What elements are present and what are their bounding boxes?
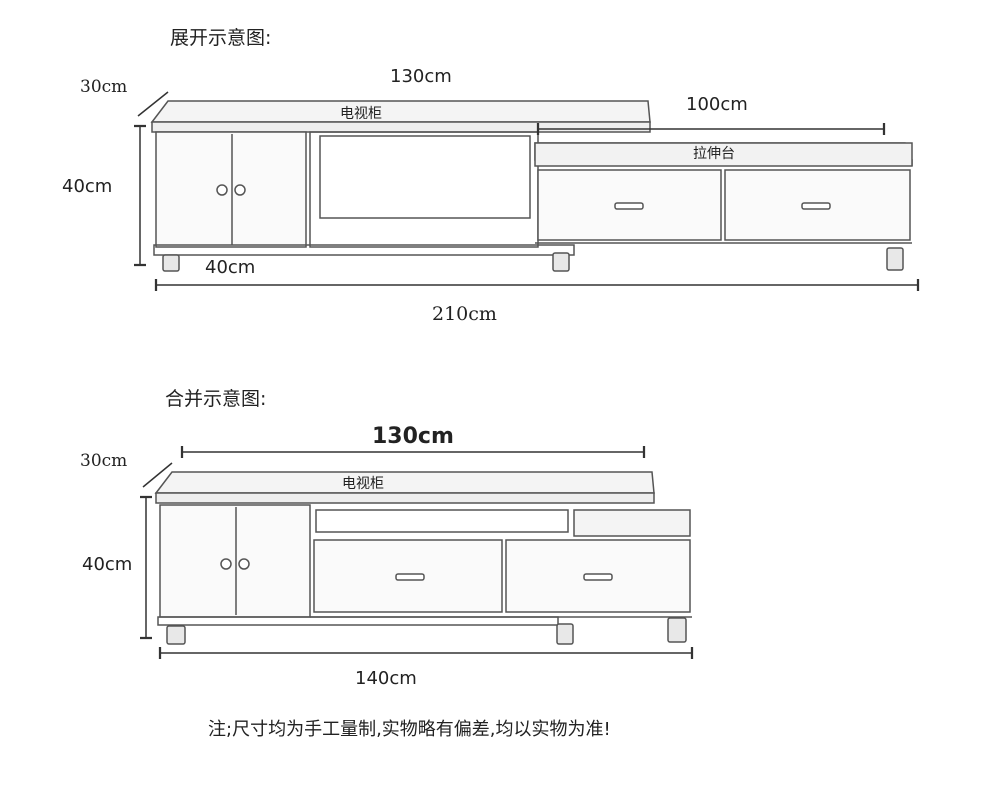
- merged-tv-cabinet-label: 电视柜: [342, 476, 384, 492]
- merged-total-width-label: 140cm: [355, 668, 417, 689]
- merged-depth-line: [142, 462, 173, 488]
- drawer-handle-icon: [801, 202, 831, 210]
- expanded-extension-label: 拉伸台: [693, 146, 735, 162]
- door-knob-icon: [238, 558, 250, 570]
- drawer-handle-icon: [614, 202, 644, 210]
- merged-tv-cabinet: [154, 471, 692, 645]
- expanded-height-label: 40cm: [62, 176, 112, 197]
- door-knob-icon: [220, 558, 232, 570]
- expanded-top-width-label: 130cm: [390, 66, 452, 87]
- drawer-handle-icon: [395, 573, 425, 581]
- expanded-extension-table: [534, 142, 913, 271]
- drawer-handle-icon: [583, 573, 613, 581]
- merged-depth-label: 30cm: [80, 451, 127, 471]
- note-text: 注;尺寸均为手工量制,实物略有偏差,均以实物为准!: [208, 719, 611, 740]
- door-knob-icon: [216, 184, 228, 196]
- expanded-door-width-label: 40cm: [205, 257, 255, 278]
- expanded-depth-label: 30cm: [80, 77, 127, 97]
- expanded-depth-line: [137, 91, 169, 117]
- expanded-title: 展开示意图:: [170, 27, 271, 49]
- merged-height-label: 40cm: [82, 554, 132, 575]
- expanded-total-width-label: 210cm: [432, 303, 497, 325]
- expanded-extension-width-label: 100cm: [686, 94, 748, 115]
- merged-title: 合并示意图:: [165, 388, 266, 410]
- door-knob-icon: [234, 184, 246, 196]
- merged-top-width-label: 130cm: [372, 424, 454, 449]
- expanded-tv-cabinet-label: 电视柜: [340, 106, 382, 122]
